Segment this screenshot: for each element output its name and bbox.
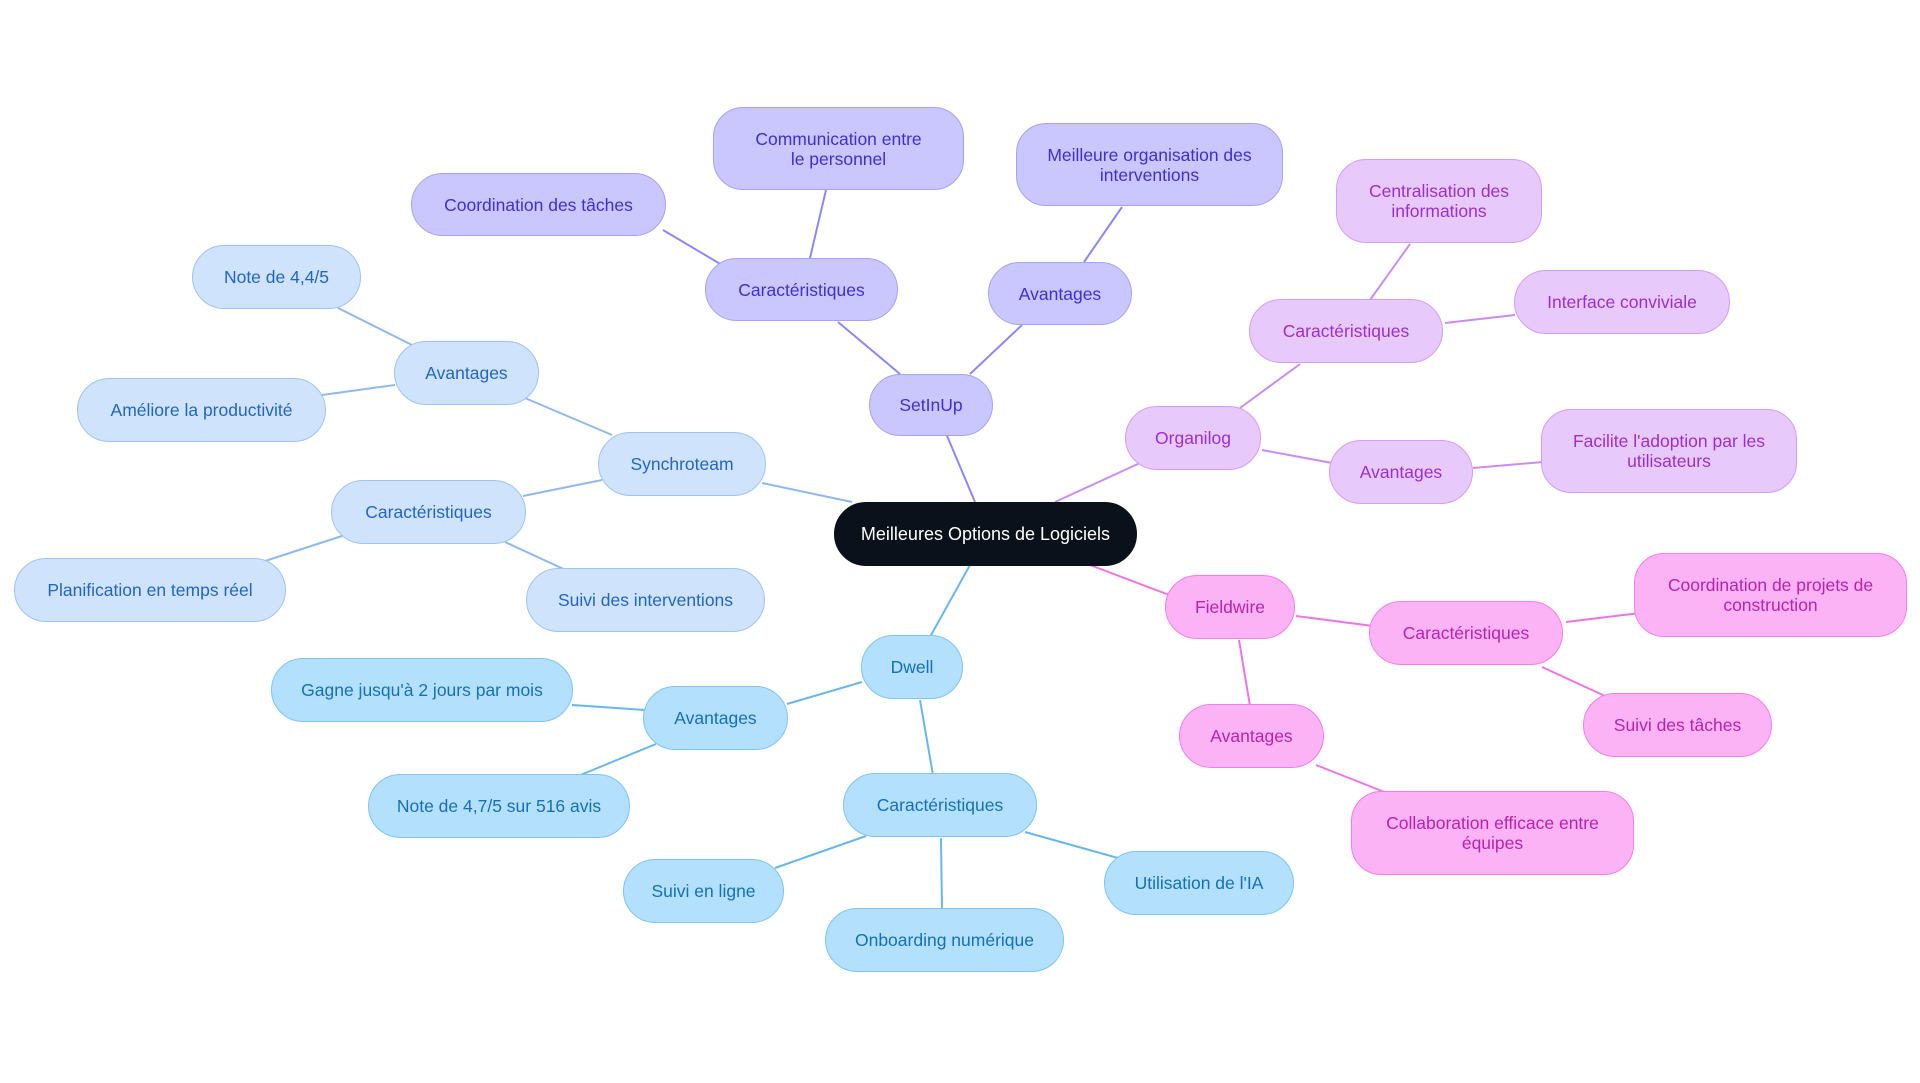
- edge-synchro-avantages: [524, 397, 613, 436]
- edge-dwell-caract-ia: [1024, 831, 1119, 859]
- dwell-avantages-item-2[interactable]: Note de 4,7/5 sur 516 avis: [368, 774, 630, 838]
- edge-dwell-caract-suivi: [774, 835, 867, 869]
- synchroteam-avantages-node[interactable]: Avantages: [394, 341, 539, 405]
- edge-setinup-caract-coord: [662, 229, 723, 266]
- organilog-caract-item-2[interactable]: Interface conviviale: [1514, 270, 1730, 334]
- edge-root-organilog: [1054, 462, 1141, 503]
- fieldwire-avantages-item-1[interactable]: Collaboration efficace entre équipes: [1351, 791, 1634, 875]
- edge-synchro-caract-planif: [261, 535, 343, 563]
- edge-root-fieldwire: [1089, 564, 1173, 597]
- root-node[interactable]: Meilleures Options de Logiciels: [834, 502, 1137, 566]
- dwell-avantages-item-1[interactable]: Gagne jusqu'à 2 jours par mois: [271, 658, 573, 722]
- edge-synchro-caract: [522, 479, 603, 497]
- dwell-caracteristiques-node[interactable]: Caractéristiques: [843, 773, 1037, 837]
- edge-fieldwire-caract: [1295, 615, 1374, 627]
- dwell-caract-item-3[interactable]: Utilisation de l'IA: [1104, 851, 1294, 915]
- edge-organilog-caract: [1239, 363, 1301, 409]
- organilog-avantages-item-1[interactable]: Facilite l'adoption par les utilisateurs: [1541, 409, 1797, 493]
- edge-dwell-caract: [919, 699, 934, 776]
- fieldwire-caract-item-1[interactable]: Coordination de projets de construction: [1634, 553, 1907, 637]
- synchroteam-avantages-item-1[interactable]: Note de 4,4/5: [192, 245, 361, 309]
- edge-synchro-avantages-ameliore: [321, 384, 396, 396]
- synchroteam-avantages-item-2[interactable]: Améliore la productivité: [77, 378, 326, 442]
- edge-fieldwire-avantages-collab: [1315, 764, 1393, 796]
- setinup-caract-item-1[interactable]: Coordination des tâches: [411, 173, 666, 236]
- synchroteam-caract-item-1[interactable]: Planification en temps réel: [14, 558, 286, 622]
- edge-dwell-avantages-note: [577, 743, 657, 777]
- edge-root-dwell: [929, 564, 971, 638]
- edge-fieldwire-avantages: [1238, 639, 1251, 707]
- setinup-caracteristiques-node[interactable]: Caractéristiques: [705, 258, 898, 321]
- dwell-node[interactable]: Dwell: [861, 635, 963, 699]
- fieldwire-caract-item-2[interactable]: Suivi des tâches: [1583, 693, 1772, 757]
- synchroteam-caracteristiques-node[interactable]: Caractéristiques: [331, 480, 526, 544]
- dwell-caract-item-2[interactable]: Onboarding numérique: [825, 908, 1064, 972]
- edge-organilog-avantages: [1261, 449, 1333, 464]
- organilog-caracteristiques-node[interactable]: Caractéristiques: [1249, 299, 1443, 363]
- edge-synchro-caract-suivi: [504, 541, 571, 573]
- setinup-node[interactable]: SetInUp: [869, 374, 993, 436]
- edge-fieldwire-caract-suivi: [1541, 666, 1606, 697]
- organilog-avantages-node[interactable]: Avantages: [1329, 440, 1473, 504]
- edge-organilog-caract-interface: [1444, 314, 1516, 324]
- organilog-node[interactable]: Organilog: [1125, 406, 1261, 470]
- dwell-avantages-node[interactable]: Avantages: [643, 686, 788, 750]
- synchroteam-caract-item-2[interactable]: Suivi des interventions: [526, 568, 765, 632]
- edge-organilog-avantages-facilite: [1472, 461, 1544, 469]
- edge-dwell-avantages-gagne: [571, 704, 646, 711]
- setinup-avantages-item-1[interactable]: Meilleure organisation des interventions: [1016, 123, 1283, 206]
- edge-setinup-caract-comm: [809, 189, 827, 259]
- edge-setinup-avantages: [969, 324, 1023, 375]
- edge-synchro-avantages-note: [337, 307, 413, 346]
- fieldwire-node[interactable]: Fieldwire: [1165, 575, 1295, 639]
- fieldwire-avantages-node[interactable]: Avantages: [1179, 704, 1324, 768]
- edge-dwell-avantages: [786, 681, 863, 705]
- setinup-avantages-node[interactable]: Avantages: [988, 262, 1132, 325]
- fieldwire-caracteristiques-node[interactable]: Caractéristiques: [1369, 601, 1563, 665]
- edge-root-synchroteam: [761, 482, 853, 503]
- edge-organilog-caract-central: [1369, 243, 1411, 301]
- edge-root-setinup: [944, 430, 976, 503]
- edge-dwell-caract-onboarding: [940, 837, 943, 911]
- organilog-caract-item-1[interactable]: Centralisation des informations: [1336, 159, 1542, 243]
- edge-setinup-avantages-orga: [1083, 206, 1123, 263]
- dwell-caract-item-1[interactable]: Suivi en ligne: [623, 859, 784, 923]
- setinup-caract-item-2[interactable]: Communication entre le personnel: [713, 107, 964, 190]
- edge-fieldwire-caract-coord: [1565, 612, 1641, 623]
- synchroteam-node[interactable]: Synchroteam: [598, 432, 766, 496]
- edge-setinup-caract: [837, 321, 901, 375]
